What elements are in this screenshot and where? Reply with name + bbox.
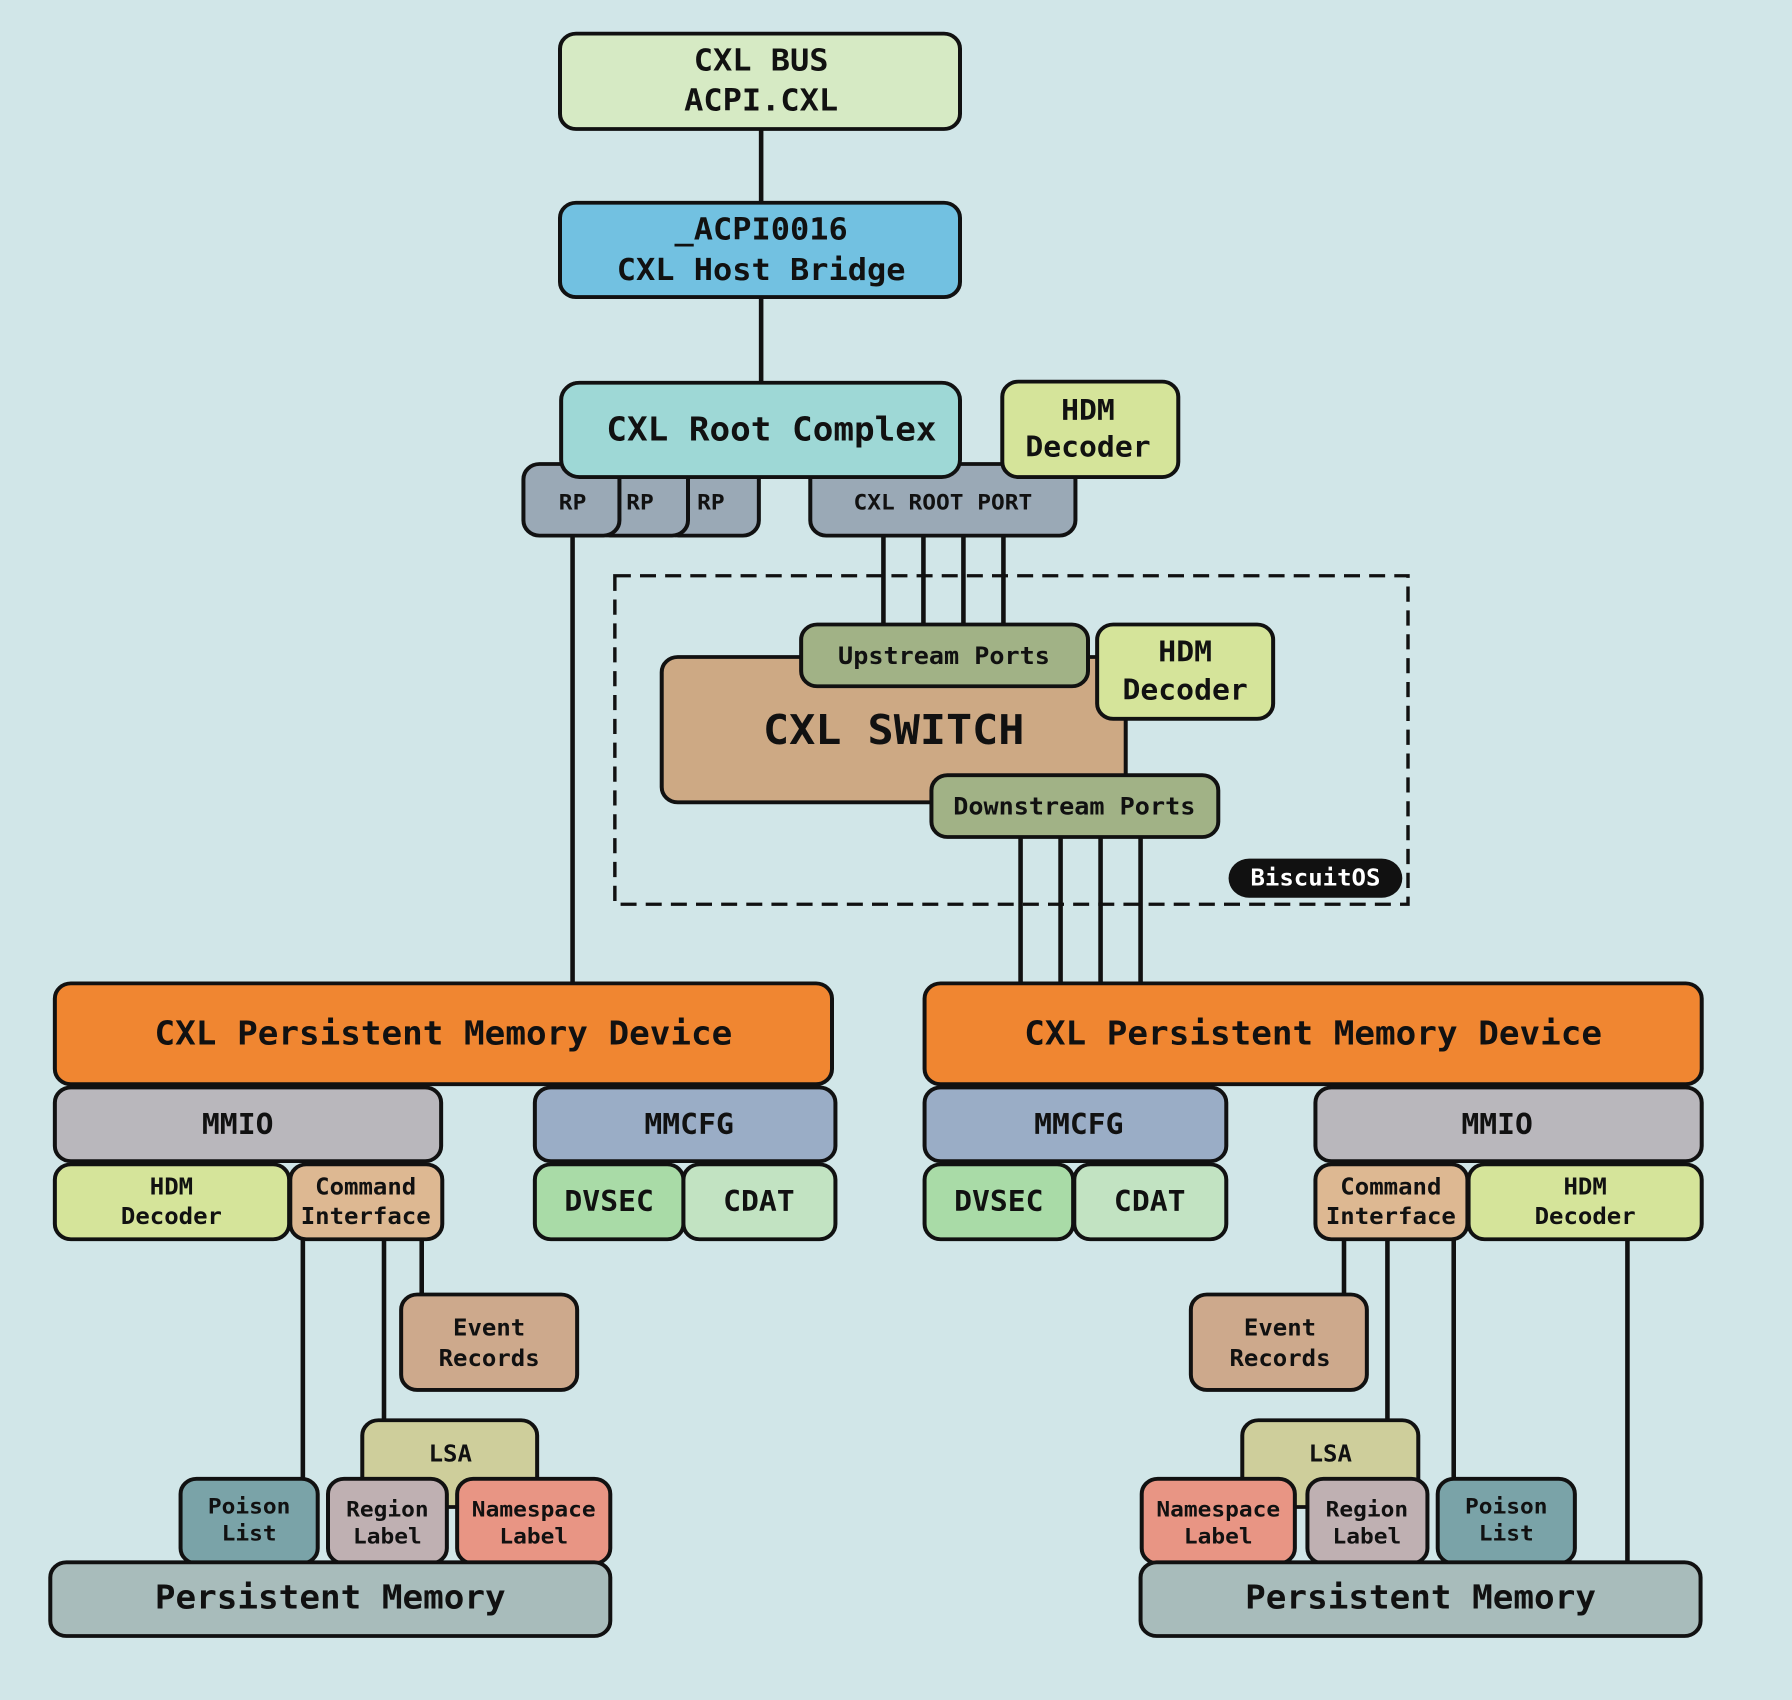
right-poison-list[interactable]: Poison List: [1435, 1476, 1577, 1566]
left-mmcfg[interactable]: MMCFG: [532, 1085, 838, 1164]
left-device: CXL Persistent Memory Device MMIO MMCFG …: [48, 981, 838, 1638]
left-hdm-decoder[interactable]: HDM Decoder: [52, 1162, 292, 1242]
root-complex-label: CXL Root Complex: [606, 411, 936, 449]
left-ns-label-2: Label: [499, 1524, 568, 1549]
cxl-root-port[interactable]: CXL ROOT PORT: [808, 462, 1078, 538]
right-device-title: CXL Persistent Memory Device: [1024, 1014, 1602, 1052]
left-region-label-2: Label: [353, 1524, 422, 1549]
left-event-records[interactable]: Event Records: [399, 1292, 580, 1392]
left-poison-label-1: Poison: [208, 1494, 291, 1519]
right-command-interface[interactable]: Command Interface: [1313, 1162, 1470, 1242]
cxl-bus-label: CXL BUS: [694, 43, 829, 78]
left-dvsec[interactable]: DVSEC: [532, 1162, 686, 1242]
left-device-header[interactable]: CXL Persistent Memory Device: [52, 981, 834, 1087]
switch-hdm-label-1: HDM: [1158, 635, 1212, 668]
watermark-text: BiscuitOS: [1250, 864, 1380, 891]
root-port-1-label: RP: [559, 490, 587, 515]
right-mmio[interactable]: MMIO: [1313, 1085, 1704, 1164]
cxl-bus-node[interactable]: CXL BUS ACPI.CXL: [558, 31, 962, 131]
host-bridge-node[interactable]: _ACPI0016 CXL Host Bridge: [558, 200, 962, 299]
left-event-label-2: Records: [439, 1344, 540, 1371]
left-mmio-label: MMIO: [202, 1108, 274, 1141]
right-region-label-1: Region: [1326, 1497, 1409, 1522]
right-event-label-2: Records: [1229, 1344, 1330, 1371]
left-command-interface[interactable]: Command Interface: [288, 1162, 445, 1242]
right-region-label-2: Label: [1332, 1524, 1401, 1549]
right-event-records[interactable]: Event Records: [1188, 1292, 1369, 1392]
left-ns-label-1: Namespace: [472, 1497, 596, 1522]
left-poison-list[interactable]: Poison List: [178, 1476, 320, 1566]
right-ns-label-1: Namespace: [1156, 1497, 1280, 1522]
right-namespace-label[interactable]: Namespace Label: [1139, 1476, 1297, 1566]
root-complex-node[interactable]: CXL Root Complex: [559, 380, 962, 479]
right-hdm-decoder[interactable]: HDM Decoder: [1466, 1162, 1704, 1242]
left-region-label-1: Region: [346, 1497, 429, 1522]
left-persistent-memory[interactable]: Persistent Memory: [48, 1560, 613, 1638]
left-cdat[interactable]: CDAT: [681, 1162, 838, 1242]
right-device: CXL Persistent Memory Device MMCFG MMIO …: [922, 981, 1704, 1638]
left-cmd-label-1: Command: [315, 1173, 416, 1200]
switch-boundary: [613, 574, 1410, 906]
biscuitos-watermark: BiscuitOS: [1228, 858, 1403, 898]
root-port-2-label: RP: [626, 490, 654, 515]
right-ns-label-2: Label: [1184, 1524, 1253, 1549]
host-bridge-label: CXL Host Bridge: [617, 253, 906, 288]
switch-downstream-ports[interactable]: Downstream Ports: [929, 773, 1221, 839]
right-cmd-label-1: Command: [1340, 1173, 1441, 1200]
cxl-switch-node[interactable]: CXL SWITCH: [659, 655, 1128, 805]
cxl-bus-sublabel: ACPI.CXL: [684, 83, 838, 118]
left-hdm-label-1: HDM: [150, 1173, 193, 1200]
right-dvsec-label: DVSEC: [954, 1185, 1043, 1218]
right-pmem-label: Persistent Memory: [1245, 1578, 1596, 1616]
right-poison-label-2: List: [1479, 1521, 1534, 1546]
right-event-label-1: Event: [1244, 1314, 1316, 1341]
right-mmcfg[interactable]: MMCFG: [922, 1085, 1229, 1164]
left-region-label[interactable]: Region Label: [325, 1476, 449, 1566]
switch-hdm-decoder[interactable]: HDM Decoder: [1095, 622, 1276, 721]
connectors: [300, 127, 1630, 1563]
left-event-label-1: Event: [453, 1314, 525, 1341]
upstream-ports-label: Upstream Ports: [838, 641, 1050, 669]
left-mmio[interactable]: MMIO: [52, 1085, 444, 1164]
right-hdm-label-2: Decoder: [1535, 1202, 1636, 1229]
left-pmem-label: Persistent Memory: [155, 1578, 506, 1616]
left-cmd-label-2: Interface: [301, 1202, 431, 1229]
right-cmd-label-2: Interface: [1326, 1202, 1456, 1229]
root-complex-hdm-decoder[interactable]: HDM Decoder: [1000, 379, 1181, 479]
root-port-3-label: RP: [697, 490, 725, 515]
right-mmio-label: MMIO: [1461, 1108, 1533, 1141]
right-region-label[interactable]: Region Label: [1305, 1476, 1430, 1566]
right-persistent-memory[interactable]: Persistent Memory: [1138, 1560, 1703, 1638]
rc-hdm-label-2: Decoder: [1025, 430, 1150, 463]
left-poison-label-2: List: [222, 1521, 277, 1546]
left-cdat-label: CDAT: [723, 1185, 795, 1218]
right-lsa-label: LSA: [1309, 1440, 1352, 1467]
downstream-ports-label: Downstream Ports: [953, 792, 1195, 820]
rc-hdm-label-1: HDM: [1061, 393, 1115, 426]
left-hdm-label-2: Decoder: [121, 1202, 222, 1229]
left-mmcfg-label: MMCFG: [644, 1108, 733, 1141]
left-namespace-label[interactable]: Namespace Label: [455, 1476, 613, 1566]
right-dvsec[interactable]: DVSEC: [922, 1162, 1076, 1242]
switch-upstream-ports[interactable]: Upstream Ports: [799, 622, 1090, 689]
cxl-switch-label: CXL SWITCH: [763, 706, 1024, 754]
left-lsa-label: LSA: [429, 1440, 472, 1467]
right-device-header[interactable]: CXL Persistent Memory Device: [922, 981, 1704, 1087]
right-cdat[interactable]: CDAT: [1072, 1162, 1229, 1242]
cxl-root-port-label: CXL ROOT PORT: [853, 490, 1032, 515]
right-mmcfg-label: MMCFG: [1034, 1108, 1123, 1141]
host-bridge-id: _ACPI0016: [674, 212, 847, 247]
left-dvsec-label: DVSEC: [564, 1185, 653, 1218]
root-ports: RP RP RP: [521, 462, 761, 538]
left-device-title: CXL Persistent Memory Device: [155, 1014, 733, 1052]
right-hdm-label-1: HDM: [1563, 1173, 1606, 1200]
right-poison-label-1: Poison: [1465, 1494, 1548, 1519]
switch-hdm-label-2: Decoder: [1123, 673, 1248, 706]
right-cdat-label: CDAT: [1114, 1185, 1186, 1218]
